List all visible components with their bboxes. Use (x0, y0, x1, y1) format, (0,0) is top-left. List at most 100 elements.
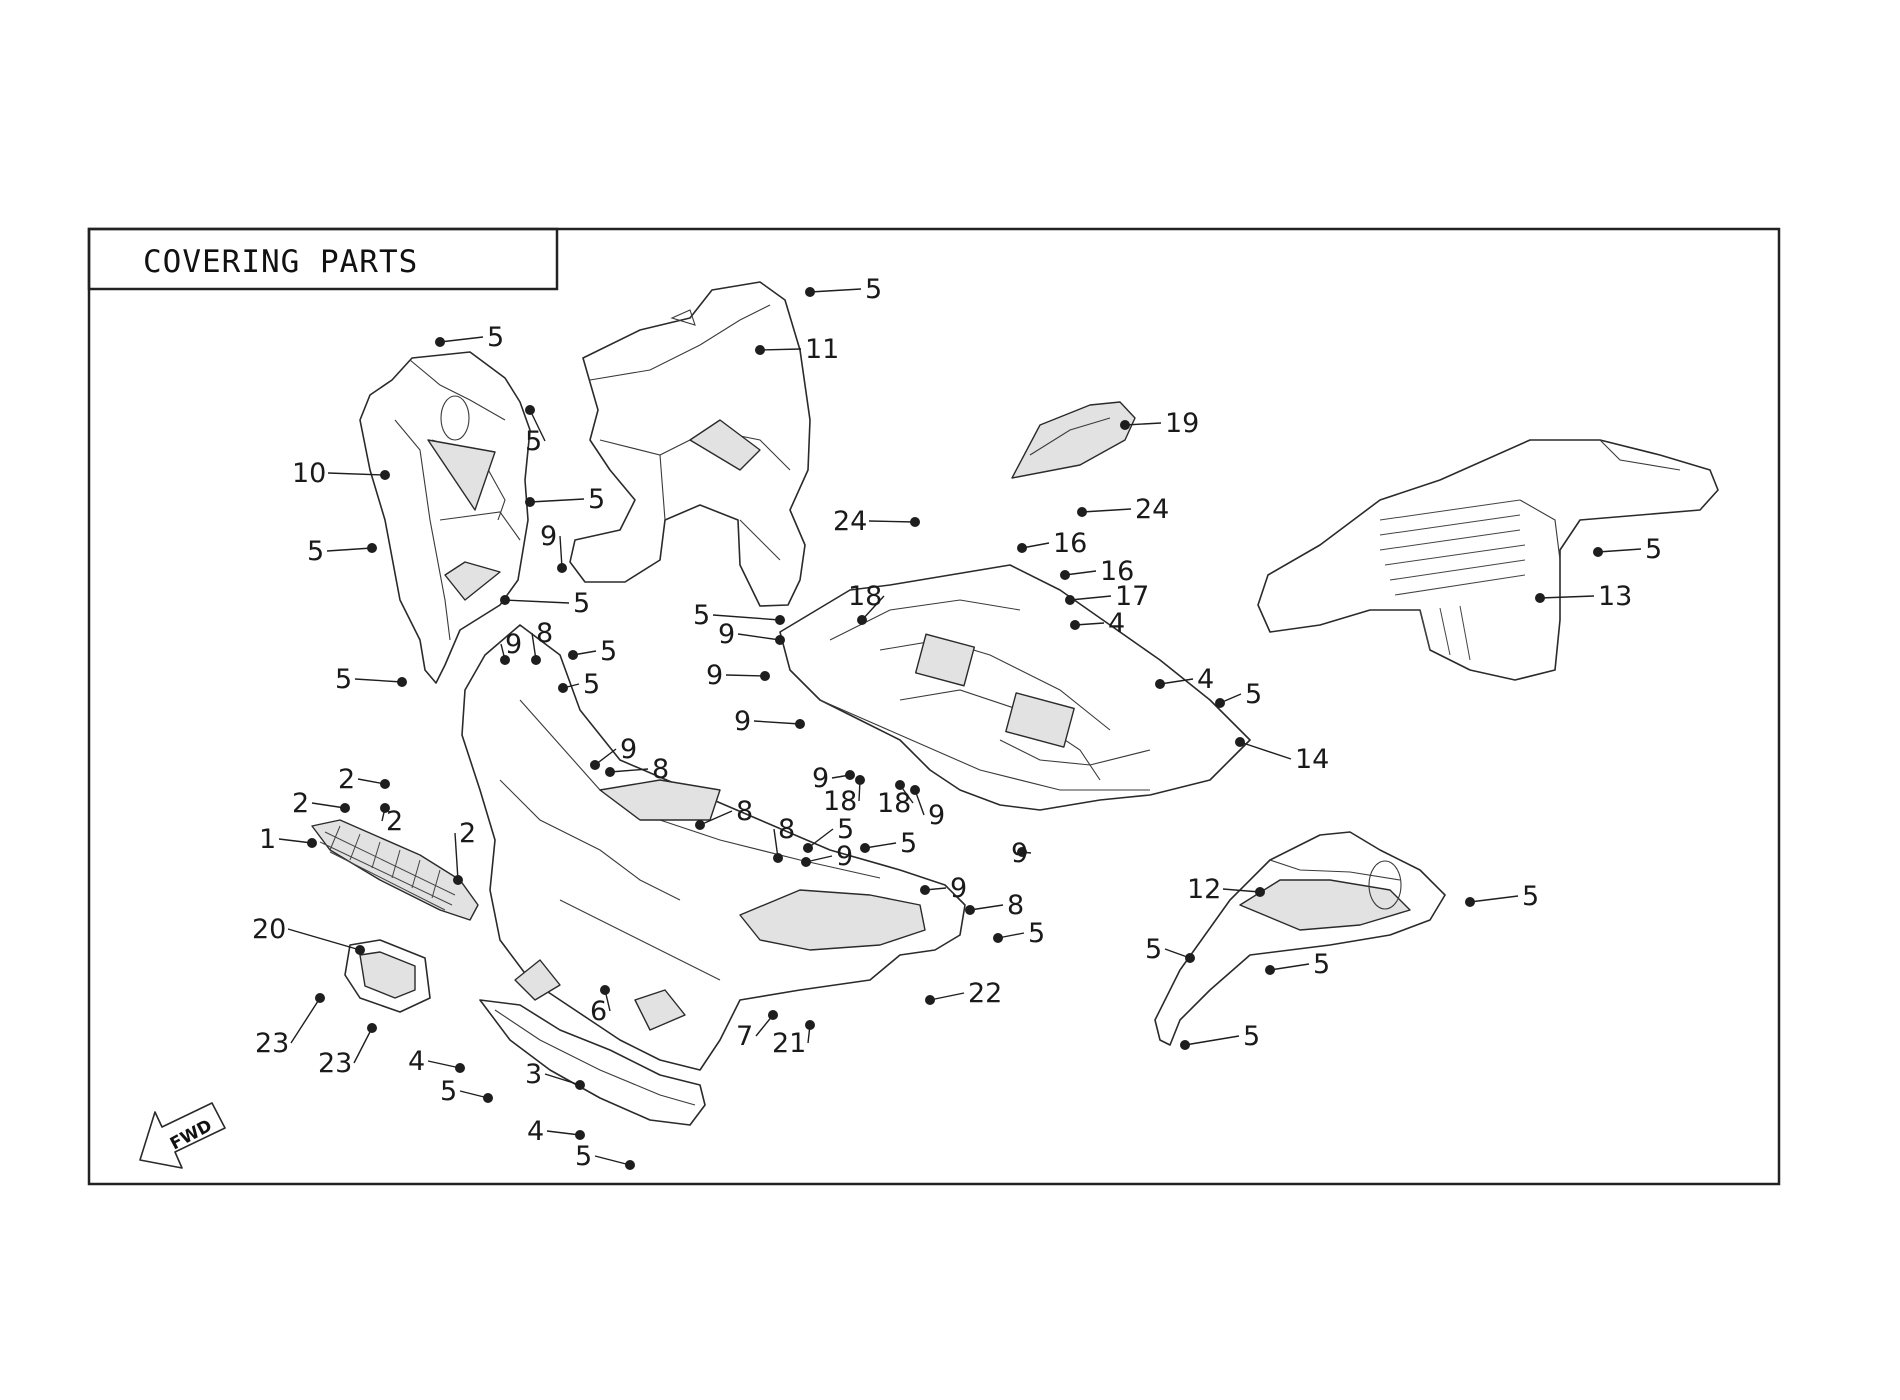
callout-number: 8 (778, 814, 795, 845)
fastener-icon (575, 1130, 585, 1140)
fastener-icon (1070, 620, 1080, 630)
callout-number: 2 (338, 764, 355, 795)
callout-c36: 18 (877, 780, 914, 819)
fastener-icon (801, 857, 811, 867)
callout-number: 7 (736, 1021, 753, 1052)
leader-line (725, 674, 766, 677)
fastener-icon (525, 405, 535, 415)
callout-c9: 24 (1077, 494, 1169, 525)
callout-number: 8 (536, 618, 553, 649)
callout-c67: 4 (527, 1116, 585, 1147)
fastener-icon (910, 517, 920, 527)
callout-c51: 5 (1465, 881, 1539, 912)
callout-c3: 5 (435, 322, 504, 353)
leader-line (712, 614, 781, 621)
callout-c23: 5 (693, 600, 785, 631)
leader-line (1069, 595, 1112, 601)
callout-number: 11 (805, 334, 839, 365)
callout-number: 9 (1011, 838, 1028, 869)
leader-line (809, 288, 862, 293)
leader-line (969, 904, 1004, 911)
callout-number: 17 (1115, 581, 1149, 612)
callout-number: 5 (307, 536, 324, 567)
callout-number: 24 (833, 506, 867, 537)
callout-c50: 12 (1187, 874, 1265, 905)
callout-number: 1 (259, 824, 276, 855)
callout-number: 16 (1053, 528, 1087, 559)
fastener-icon (803, 843, 813, 853)
callout-number: 14 (1295, 744, 1329, 775)
fastener-icon (895, 780, 905, 790)
callout-number: 5 (600, 636, 617, 667)
callout-number: 5 (1645, 534, 1662, 565)
callout-c53: 20 (252, 914, 365, 955)
callout-c27: 4 (1155, 664, 1214, 695)
part-20-vent (344, 939, 431, 1013)
callout-c24: 9 (706, 660, 770, 691)
leader-line (439, 336, 484, 343)
callout-c45: 5 (860, 828, 917, 859)
callout-number: 9 (620, 734, 637, 765)
callout-number: 5 (575, 1141, 592, 1172)
leader-line (278, 838, 313, 844)
callout-c18: 5 (500, 588, 590, 619)
fastener-icon (760, 671, 770, 681)
leader-line (504, 599, 570, 604)
leader-line (1081, 508, 1132, 513)
callout-c47: 9 (801, 841, 853, 872)
part-10-left-side-panel (359, 351, 531, 684)
callout-number: 5 (588, 484, 605, 515)
callout-c32: 9 (590, 734, 637, 770)
fastener-icon (855, 775, 865, 785)
callout-number: 23 (318, 1048, 352, 1079)
leader-line (759, 348, 802, 351)
callout-c64: 4 (408, 1046, 465, 1077)
callout-c26: 5 (558, 669, 600, 700)
callout-c20: 9 (718, 619, 785, 650)
leader-line (546, 1130, 581, 1136)
fastener-icon (1265, 965, 1275, 975)
callout-number: 5 (900, 828, 917, 859)
callout-c56: 5 (1265, 949, 1330, 980)
callout-number: 9 (950, 873, 967, 904)
fastener-icon (860, 843, 870, 853)
callout-number: 5 (335, 664, 352, 695)
fastener-icon (367, 543, 377, 553)
leader-line (699, 810, 733, 826)
callout-c30: 9 (734, 706, 805, 737)
leader-line (737, 633, 781, 641)
callout-number: 18 (877, 788, 911, 819)
fastener-icon (380, 779, 390, 789)
callout-number: 5 (1243, 1021, 1260, 1052)
callout-c43: 5 (803, 814, 854, 853)
callout-c38: 9 (910, 785, 945, 831)
fastener-icon (1077, 507, 1087, 517)
fastener-icon (755, 345, 765, 355)
callout-number: 9 (928, 800, 945, 831)
leader-line (1124, 422, 1162, 426)
leader-line (287, 928, 361, 951)
callout-number: 8 (736, 796, 753, 827)
leader-line (609, 768, 649, 773)
callout-c7: 5 (525, 484, 605, 515)
leader-line (353, 1027, 373, 1064)
callout-c10: 16 (1017, 528, 1087, 559)
leader-line (1597, 548, 1642, 553)
fastener-icon (1017, 847, 1027, 857)
callout-number: 2 (459, 818, 476, 849)
callout-c25: 9 (500, 629, 522, 665)
callout-number: 5 (865, 274, 882, 305)
leader-line (544, 1073, 581, 1086)
callout-number: 8 (652, 754, 669, 785)
fastener-icon (435, 337, 445, 347)
callout-number: 24 (1135, 494, 1169, 525)
callout-c44: 1 (259, 824, 317, 855)
fastener-icon (1593, 547, 1603, 557)
callout-c11: 5 (307, 536, 377, 567)
callout-c2: 11 (755, 334, 839, 365)
fastener-icon (1180, 1040, 1190, 1050)
callout-number: 4 (1197, 664, 1214, 695)
leader-line (753, 720, 801, 725)
callout-c46: 2 (453, 818, 476, 885)
